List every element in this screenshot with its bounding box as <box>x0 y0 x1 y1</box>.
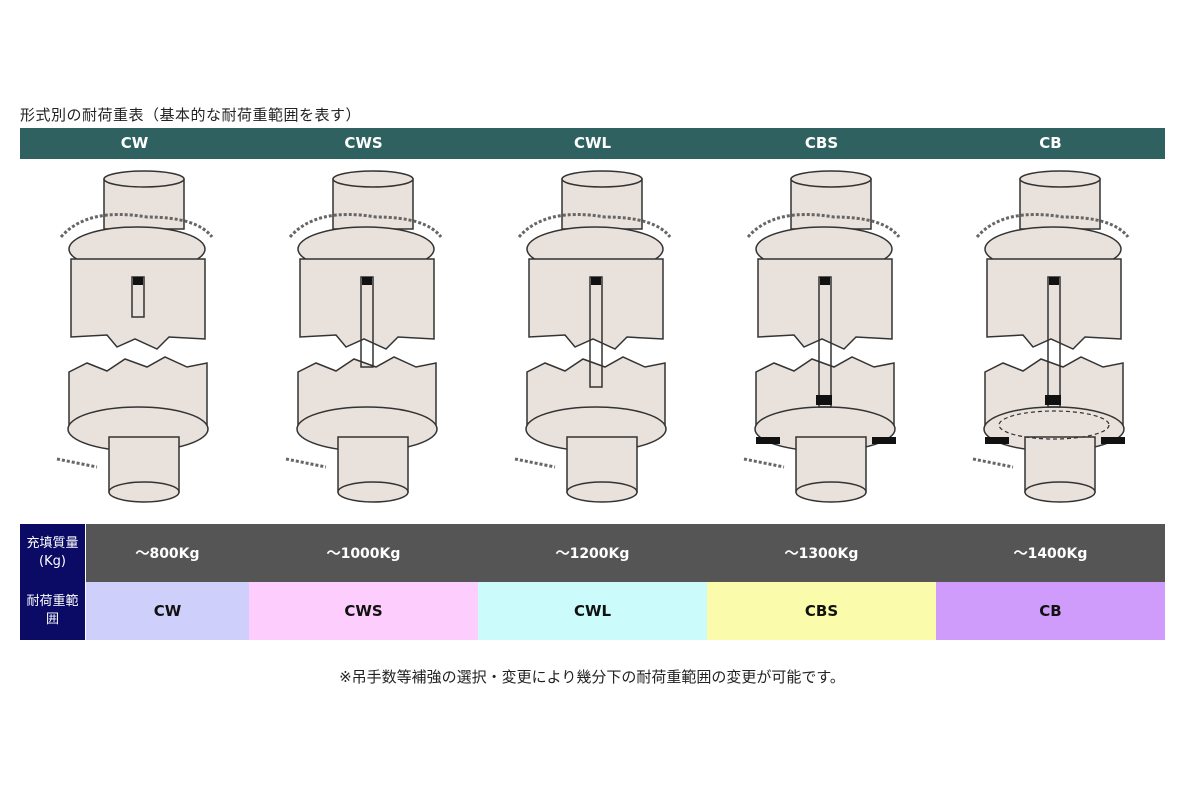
range-cw: CW <box>86 582 249 640</box>
footnote: ※吊手数等補強の選択・変更により幾分下の耐荷重範囲の変更が可能です。 <box>339 668 845 686</box>
capacity-row: 充填質量(Kg) ～800Kg ～1000Kg ～1200Kg ～1300Kg … <box>20 524 1165 582</box>
header-cbs: CBS <box>804 134 839 152</box>
bag-cell-cwl <box>478 162 707 522</box>
bag-cwl-illustration <box>514 170 672 503</box>
range-cwl: CWL <box>478 582 707 640</box>
capacity-cwl: ～1200Kg <box>478 524 707 582</box>
type-header-bar: CW CWS CWL CBS CB <box>20 128 1165 159</box>
bag-cell-cb <box>936 162 1165 522</box>
bag-cell-cbs <box>707 162 936 522</box>
bag-cw-illustration <box>56 170 214 503</box>
capacity-row-label: 充填質量(Kg) <box>20 524 86 582</box>
capacity-cb: ～1400Kg <box>936 524 1165 582</box>
header-cw: CW <box>120 134 149 152</box>
bag-cb-illustration <box>972 170 1130 503</box>
bag-cell-cw <box>20 162 249 522</box>
bag-cell-cws <box>249 162 478 522</box>
range-row: 耐荷重範囲 CW CWS CWL CBS CB <box>20 582 1165 640</box>
bag-cws-illustration <box>285 170 443 503</box>
range-row-label: 耐荷重範囲 <box>20 582 86 640</box>
page-title: 形式別の耐荷重表（基本的な耐荷重範囲を表す） <box>20 106 362 124</box>
capacity-cw: ～800Kg <box>86 524 249 582</box>
range-cbs: CBS <box>707 582 936 640</box>
header-cws: CWS <box>344 134 383 152</box>
header-cwl: CWL <box>573 134 612 152</box>
bag-illustrations <box>20 162 1165 522</box>
range-cb: CB <box>936 582 1165 640</box>
header-cb: CB <box>1039 134 1062 152</box>
spec-table: 充填質量(Kg) ～800Kg ～1000Kg ～1200Kg ～1300Kg … <box>20 524 1165 640</box>
bag-cbs-illustration <box>743 170 901 503</box>
capacity-cws: ～1000Kg <box>249 524 478 582</box>
range-cws: CWS <box>249 582 478 640</box>
capacity-cbs: ～1300Kg <box>707 524 936 582</box>
